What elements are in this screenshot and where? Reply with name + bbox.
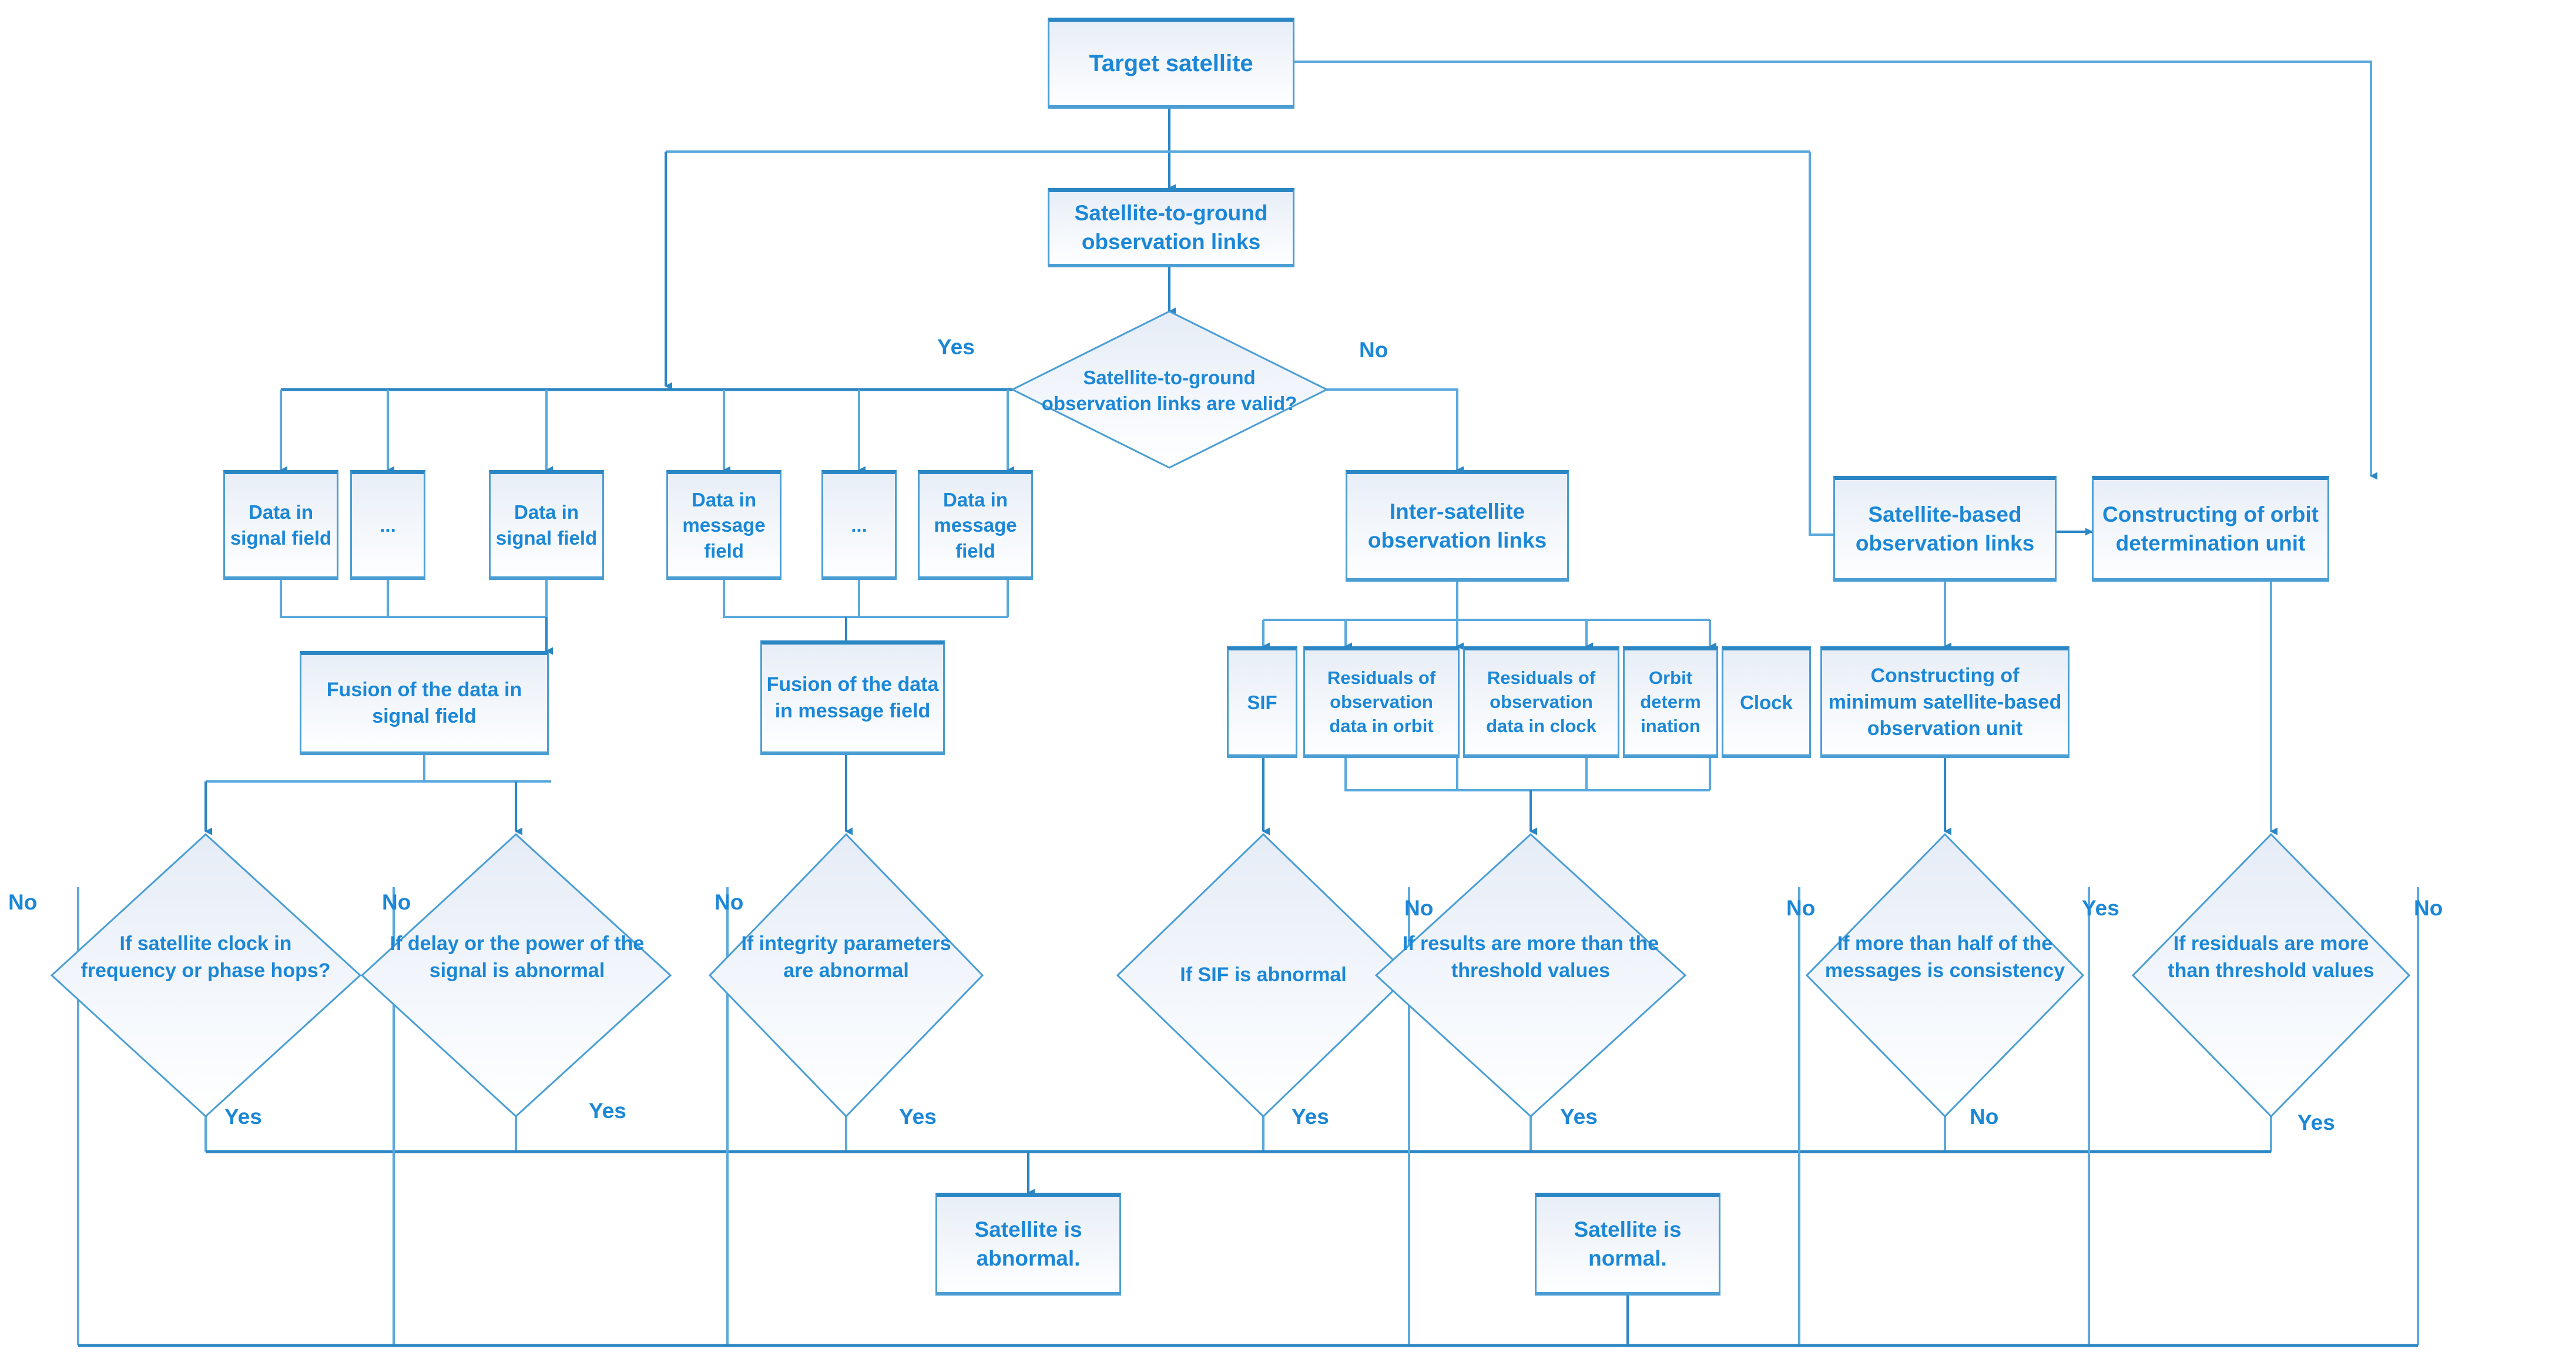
diamond-results	[1374, 833, 1687, 1118]
node-data-message-field-2[interactable]: Data in message field	[918, 470, 1033, 580]
edge-label-valid-no: No	[1359, 338, 1388, 362]
edge-label-half-messages-yes: Yes	[2082, 896, 2119, 920]
edge-label-clock-hops-yes: Yes	[224, 1105, 262, 1129]
edge-label-sif-no: No	[1404, 896, 1434, 920]
node-residuals-observation-clock[interactable]: Residuals of observation data in clock	[1463, 646, 1619, 758]
node-fusion-message-field[interactable]: Fusion of the data in message field	[760, 640, 945, 755]
diamond-integrity	[708, 833, 984, 1118]
node-result-satellite-abnormal[interactable]: Satellite is abnormal.	[935, 1193, 1121, 1296]
node-data-message-ellipsis[interactable]: ...	[821, 470, 897, 580]
diamond-delay-power	[360, 833, 672, 1118]
edge-label-valid-yes: Yes	[937, 335, 975, 359]
edge-label-clock-hops-no: No	[8, 890, 38, 914]
node-target-satellite[interactable]: Target satellite	[1048, 18, 1294, 109]
edge-label-half-messages-no: No	[1970, 1105, 1999, 1129]
edge-label-residuals-no: No	[2414, 896, 2443, 920]
node-inter-satellite-links[interactable]: Inter-satellite observation links	[1346, 470, 1569, 582]
node-orbit-determination[interactable]: Orbit determ ination	[1623, 646, 1718, 758]
node-residuals-observation-orbit[interactable]: Residuals of observation data in orbit	[1303, 646, 1460, 758]
node-orbit-determination-unit[interactable]: Constructing of orbit determination unit	[2092, 476, 2329, 582]
node-data-message-field-1[interactable]: Data in message field	[666, 470, 781, 580]
edge-label-results-no: No	[1786, 896, 1816, 920]
edge-label-integrity-yes: Yes	[899, 1105, 937, 1129]
node-data-signal-field-1[interactable]: Data in signal field	[223, 470, 338, 580]
diamond-clock-hops	[50, 833, 362, 1118]
edge-label-results-yes: Yes	[1560, 1105, 1598, 1129]
node-clock[interactable]: Clock	[1722, 646, 1811, 758]
edge-label-delay-power-no: No	[382, 890, 411, 914]
diamond-residuals	[2131, 833, 2411, 1118]
edge-label-delay-power-yes: Yes	[589, 1099, 626, 1123]
node-satellite-to-ground-links[interactable]: Satellite-to-ground observation links	[1048, 188, 1294, 267]
node-fusion-signal-field[interactable]: Fusion of the data in signal field	[300, 651, 549, 755]
node-result-satellite-normal[interactable]: Satellite is normal.	[1535, 1193, 1720, 1296]
edge-label-integrity-no: No	[715, 890, 744, 914]
node-min-satellite-based-unit[interactable]: Constructing of minimum satellite-based …	[1820, 646, 2069, 758]
node-data-signal-ellipsis[interactable]: ...	[350, 470, 425, 580]
diamond-half-messages	[1805, 833, 2085, 1118]
node-sif[interactable]: SIF	[1227, 646, 1297, 758]
node-satellite-based-links[interactable]: Satellite-based observation links	[1833, 476, 2057, 582]
diamond-sat-ground-valid	[1010, 310, 1329, 469]
node-data-signal-field-2[interactable]: Data in signal field	[489, 470, 604, 580]
edge-label-residuals-yes: Yes	[2297, 1110, 2335, 1135]
diamond-sif	[1116, 833, 1411, 1118]
edge-label-sif-yes: Yes	[1292, 1105, 1329, 1129]
